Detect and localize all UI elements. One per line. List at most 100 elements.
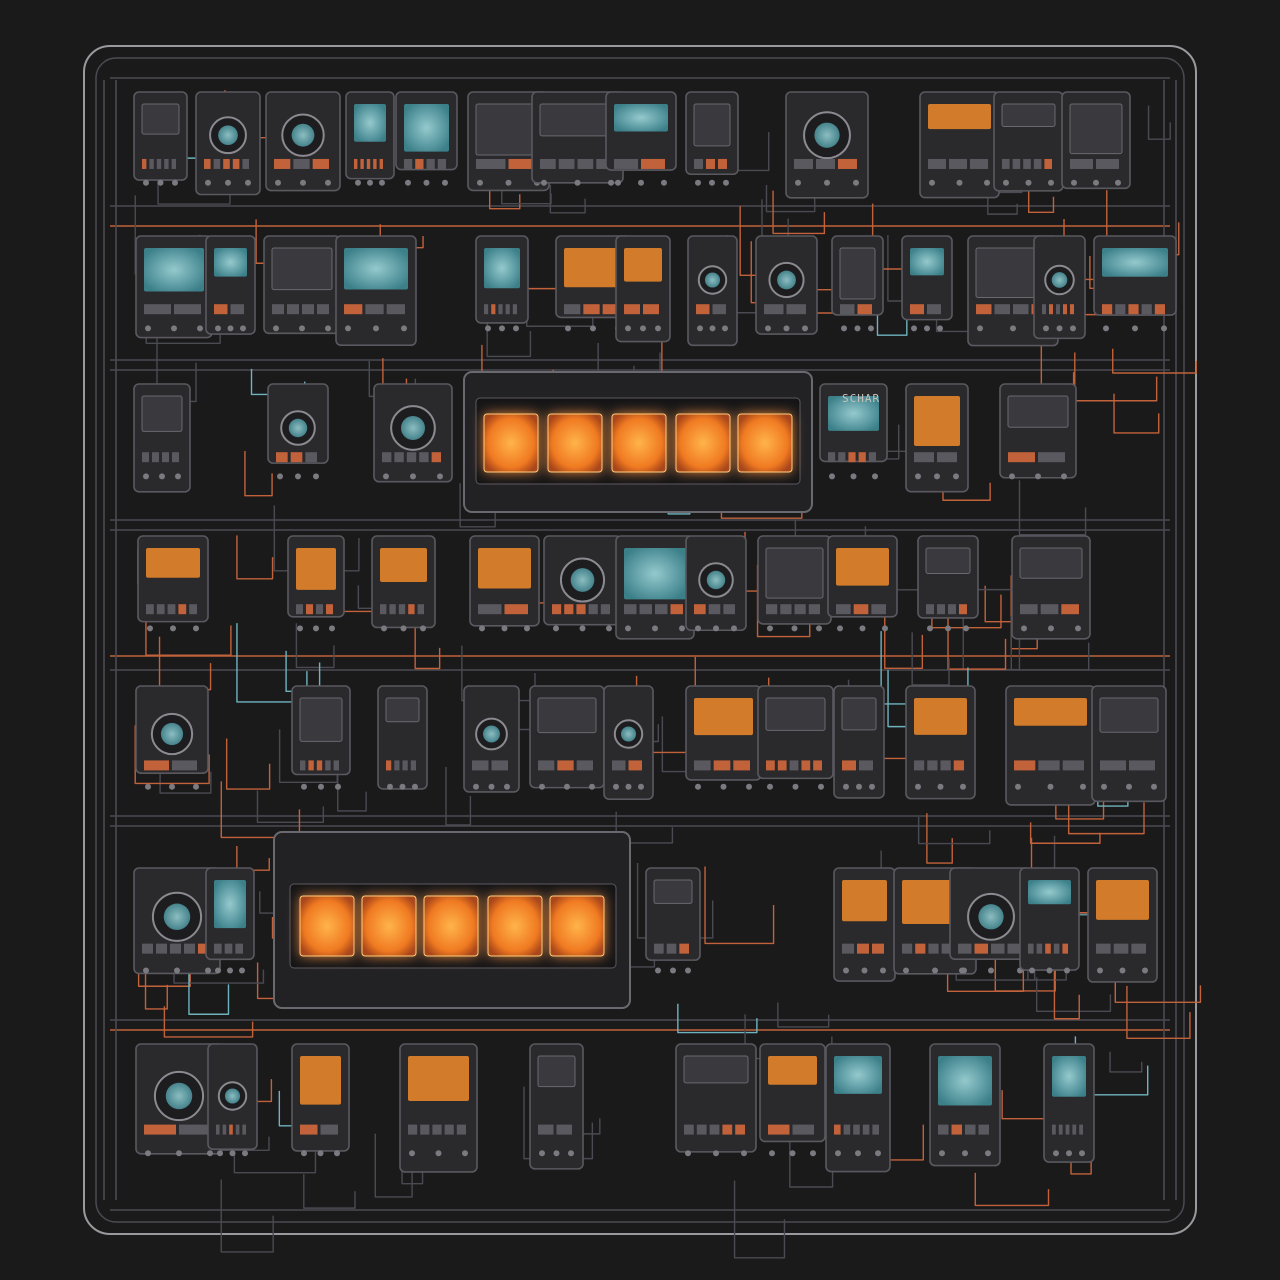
slider-bar — [386, 304, 405, 315]
slider-bar — [1038, 760, 1060, 771]
slider-bar — [1036, 943, 1043, 954]
slider-bar — [184, 943, 195, 954]
slider-bar — [300, 760, 306, 771]
slider-bar — [214, 304, 228, 315]
slider-bar — [300, 1124, 318, 1135]
orange-screen — [296, 548, 336, 590]
wire — [374, 1133, 413, 1198]
knob — [1080, 783, 1086, 790]
orange-screen — [914, 396, 960, 447]
knob — [334, 1150, 340, 1157]
orange-screens-upper — [483, 413, 793, 473]
slider-bar — [287, 304, 299, 315]
knob — [297, 625, 303, 632]
wire — [220, 781, 301, 839]
cyan-screen — [834, 1056, 882, 1094]
knob — [741, 1150, 747, 1157]
knob — [225, 179, 231, 186]
slider-bar — [1061, 604, 1079, 615]
module — [785, 91, 869, 199]
slider-bar — [360, 158, 364, 169]
slider-bar — [146, 604, 154, 615]
slider-bar — [1028, 943, 1034, 954]
slider-bar — [654, 943, 664, 954]
gray-screen — [537, 697, 597, 734]
knob — [1151, 783, 1157, 790]
knob — [903, 967, 909, 974]
slider-bar — [858, 452, 866, 463]
slider-bar — [974, 943, 988, 954]
module — [919, 91, 1000, 199]
module — [373, 383, 453, 483]
knob — [277, 473, 283, 480]
knob — [193, 625, 199, 632]
wire — [911, 632, 950, 686]
knob — [145, 1150, 151, 1157]
knob — [824, 179, 830, 186]
knob — [927, 625, 933, 632]
slider-bar — [706, 158, 715, 169]
slider-bar — [1049, 304, 1053, 315]
knob — [695, 179, 701, 186]
wire — [1035, 977, 1112, 1012]
module — [819, 383, 888, 480]
slider-bar — [179, 1124, 211, 1135]
knob — [713, 625, 719, 632]
module — [1093, 235, 1177, 332]
module — [603, 685, 654, 800]
knob — [539, 783, 545, 790]
wire — [488, 179, 521, 210]
knob — [802, 325, 808, 332]
knob — [273, 325, 279, 332]
slider-bar — [926, 604, 934, 615]
wire — [1010, 615, 1090, 671]
outer-frame — [83, 45, 1197, 1235]
slider-bar — [504, 604, 528, 615]
slider-bar — [859, 760, 873, 771]
knob — [924, 325, 930, 332]
knob — [505, 179, 512, 186]
slider-bar — [230, 304, 244, 315]
slider-bar — [198, 943, 209, 954]
slider-bar — [843, 1124, 851, 1135]
knob — [855, 1150, 861, 1157]
knob — [295, 473, 301, 480]
knob — [959, 967, 965, 974]
inner-frame — [95, 57, 1185, 1223]
knob — [868, 325, 874, 332]
knob — [367, 179, 373, 186]
slider-bar — [577, 158, 594, 169]
module — [205, 235, 256, 335]
slider-bar — [684, 1124, 694, 1135]
slider-bar — [624, 604, 637, 615]
slider-bar — [386, 760, 392, 771]
slider-bar — [1053, 943, 1060, 954]
slider-bar — [639, 604, 652, 615]
knob — [767, 783, 773, 790]
slider-bar — [402, 760, 408, 771]
module — [135, 235, 213, 339]
knob — [606, 625, 612, 632]
knob — [939, 1150, 945, 1157]
slider-bar — [1072, 1124, 1077, 1135]
slider-bar — [1062, 760, 1084, 771]
knob — [829, 473, 835, 480]
module — [135, 685, 209, 790]
gray-screen — [653, 879, 693, 904]
slider-bar — [394, 760, 400, 771]
gray-screen — [271, 247, 333, 291]
orange-screen-large — [483, 413, 539, 473]
slider-bar — [415, 158, 424, 169]
slider-bar — [144, 1124, 176, 1135]
wire — [445, 767, 472, 826]
wire — [704, 866, 775, 945]
module — [395, 91, 458, 186]
knob — [640, 325, 646, 332]
module — [543, 535, 622, 632]
slider-bar — [842, 943, 854, 954]
wire — [236, 623, 321, 703]
knob — [625, 325, 631, 332]
slider-bar — [302, 304, 314, 315]
knob — [387, 783, 393, 790]
slider-bar — [398, 604, 406, 615]
